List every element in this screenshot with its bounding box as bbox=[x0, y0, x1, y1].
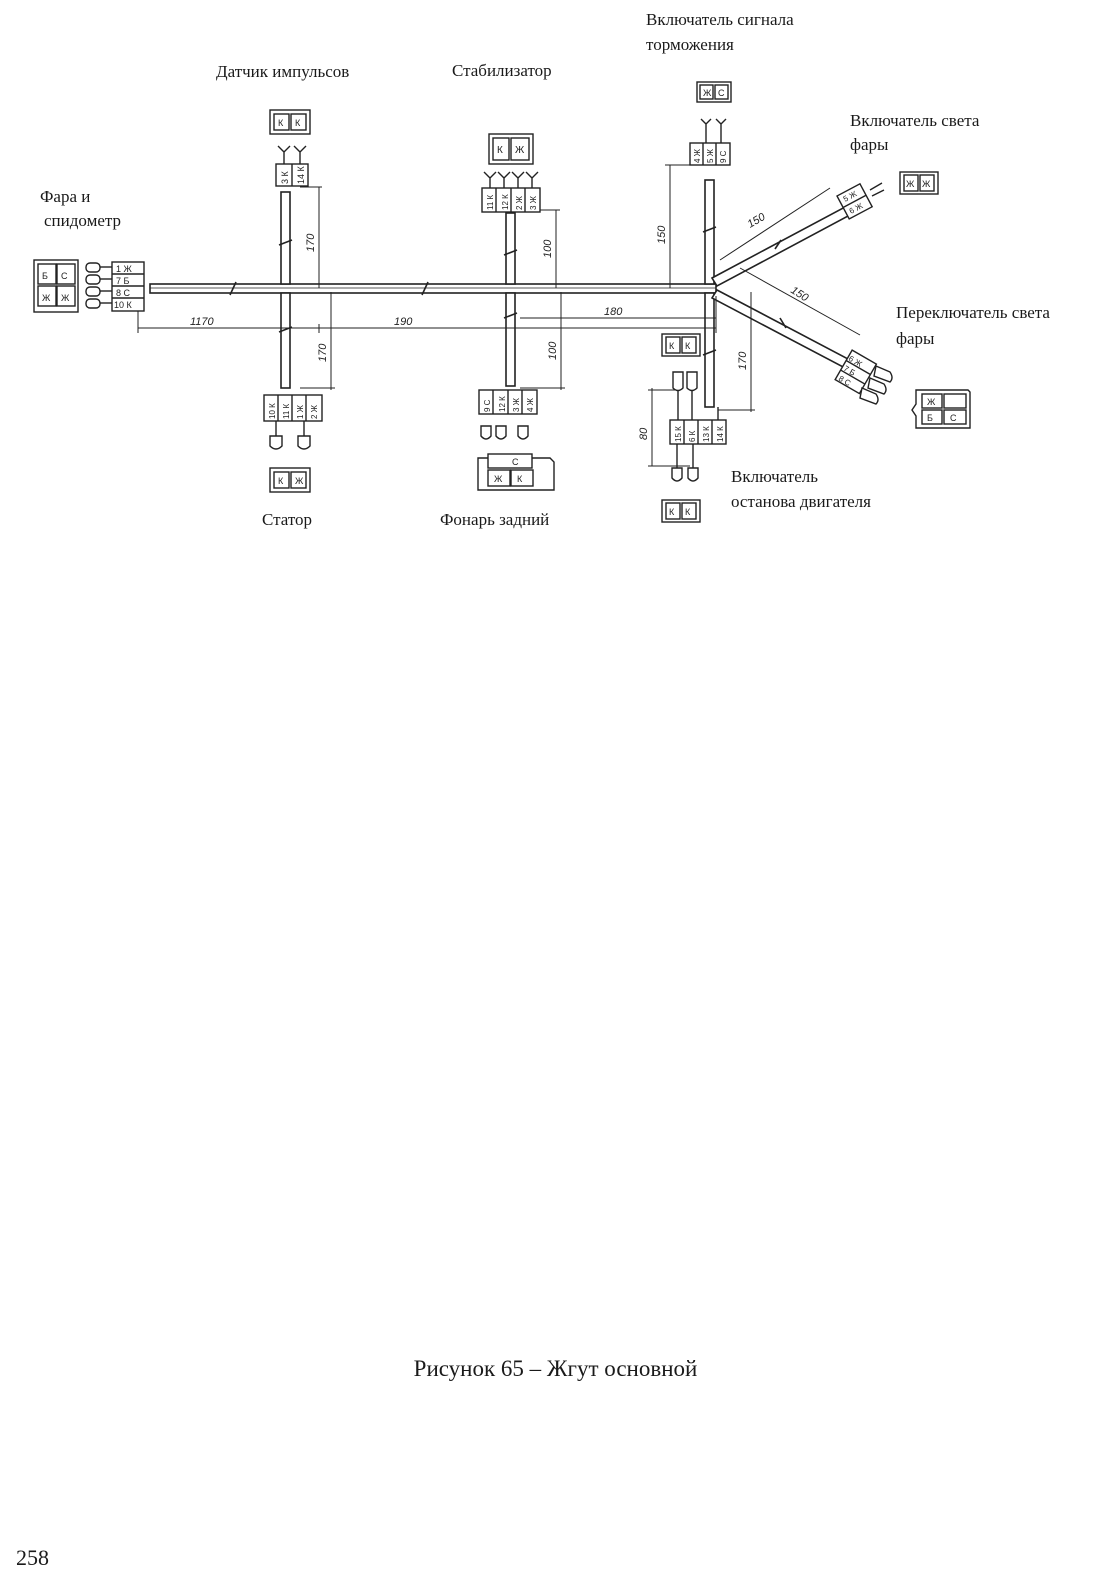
dim-170-stator: 170 bbox=[317, 343, 329, 362]
stator-branch bbox=[280, 292, 291, 389]
headlight-switch-socket-1: Ж bbox=[906, 179, 915, 189]
engine-stop-tag-2: 6 К bbox=[688, 430, 697, 442]
headlamp-socket-3: Ж bbox=[42, 293, 51, 303]
stator-tag-4: 2 Ж bbox=[310, 404, 319, 419]
dim-170-right: 170 bbox=[737, 351, 749, 370]
headlamp-tag-4: 10 К bbox=[114, 300, 133, 310]
engine-stop-branch bbox=[704, 292, 715, 408]
stabilizer-socket-1: К bbox=[497, 145, 503, 156]
stabilizer-tag-1: 11 К bbox=[486, 194, 495, 210]
dim-100-bottom: 100 bbox=[547, 341, 559, 360]
taillight-tag-2: 12 К bbox=[498, 396, 507, 412]
taillight-socket-1: С bbox=[512, 457, 519, 467]
beam-switch-label-line1: Переключатель света bbox=[896, 303, 1050, 322]
signal-socket-2: С bbox=[718, 88, 725, 98]
stabilizer-tag-3: 2 Ж bbox=[515, 195, 524, 210]
taillight-tag-1: 9 С bbox=[483, 399, 492, 412]
signal-tag-3: 9 С bbox=[719, 150, 728, 163]
signal-connector bbox=[689, 81, 732, 166]
signal-branch bbox=[704, 179, 715, 285]
headlight-switch-connector bbox=[836, 171, 939, 220]
beam-switch-socket-2: Б bbox=[927, 413, 933, 423]
stabilizer-tag-4: 3 Ж bbox=[529, 195, 538, 210]
beam-switch-label-line2: фары bbox=[896, 329, 935, 348]
stator-socket-2: Ж bbox=[295, 476, 304, 486]
pulse-tag-2: 14 К bbox=[296, 165, 306, 184]
headlamp-label-line1: Фара и bbox=[40, 187, 91, 206]
taillight-tag-3: 3 Ж bbox=[512, 397, 521, 412]
dim-100-top: 100 bbox=[542, 239, 554, 258]
engine-stop-socket-bottom-2: К bbox=[685, 507, 691, 517]
headlamp-socket-1: Б bbox=[42, 271, 48, 281]
signal-tag-1: 4 Ж bbox=[693, 148, 702, 163]
dim-80: 80 bbox=[638, 427, 650, 440]
engine-stop-label-line2: останова двигателя bbox=[731, 492, 871, 511]
beam-switch-socket-1: Ж bbox=[927, 397, 936, 407]
taillight-socket-3: К bbox=[517, 474, 523, 484]
taillight-connector bbox=[477, 389, 555, 491]
dim-150-vert: 150 bbox=[656, 225, 668, 244]
headlamp-socket-4: Ж bbox=[61, 293, 70, 303]
figure-caption: Рисунок 65 – Жгут основной bbox=[413, 1356, 698, 1381]
stabilizer-tag-2: 12 К bbox=[501, 194, 510, 210]
taillight-socket-2: Ж bbox=[494, 474, 503, 484]
engine-stop-tag-4: 14 К bbox=[716, 426, 725, 442]
headlamp-socket-2: С bbox=[61, 271, 68, 281]
main-trunk bbox=[149, 283, 717, 294]
dim-190: 190 bbox=[394, 316, 413, 328]
dim-1170: 1170 bbox=[190, 316, 215, 328]
beam-switch-branch bbox=[710, 288, 852, 370]
engine-stop-connector bbox=[661, 333, 727, 523]
stator-label: Статор bbox=[262, 510, 313, 529]
pulse-sensor-label: Датчик импульсов bbox=[216, 62, 350, 81]
headlamp-label-line2: спидометр bbox=[44, 211, 122, 230]
page-number: 258 bbox=[16, 1545, 49, 1570]
stator-tag-3: 1 Ж bbox=[296, 404, 305, 419]
headlamp-connector bbox=[33, 259, 145, 313]
pulse-socket-1: К bbox=[278, 118, 284, 128]
dim-180: 180 bbox=[604, 306, 623, 318]
engine-stop-socket-bottom-1: К bbox=[669, 507, 675, 517]
engine-stop-tag-1: 15 К bbox=[674, 426, 683, 442]
engine-stop-socket-top-2: К bbox=[685, 341, 691, 351]
signal-socket-1: Ж bbox=[703, 88, 712, 98]
headlamp-tag-1: 1 Ж bbox=[116, 264, 133, 274]
headlight-switch-label-line1: Включатель света bbox=[850, 111, 980, 130]
taillight-branch bbox=[505, 292, 516, 387]
headlight-switch-socket-2: Ж bbox=[922, 179, 931, 189]
stabilizer-socket-2: Ж bbox=[515, 145, 525, 156]
stator-socket-1: К bbox=[278, 476, 284, 486]
stator-tag-1: 10 К bbox=[268, 403, 277, 419]
stator-tag-2: 11 К bbox=[282, 403, 291, 419]
headlamp-tag-2: 7 Б bbox=[116, 276, 130, 286]
pulse-branch bbox=[280, 191, 291, 285]
stabilizer-branch bbox=[505, 212, 516, 285]
engine-stop-socket-top-1: К bbox=[669, 341, 675, 351]
headlight-switch-branch bbox=[710, 205, 852, 288]
signal-switch-label-line2: торможения bbox=[646, 35, 734, 54]
headlight-switch-label-line2: фары bbox=[850, 135, 889, 154]
headlamp-tag-3: 8 С bbox=[116, 288, 131, 298]
pulse-tag-1: 3 К bbox=[280, 170, 290, 184]
signal-switch-label-line1: Включатель сигнала bbox=[646, 10, 794, 29]
taillight-tag-4: 4 Ж bbox=[526, 397, 535, 412]
beam-switch-socket-3: С bbox=[950, 413, 957, 423]
signal-tag-2: 5 Ж bbox=[706, 148, 715, 163]
stator-connector bbox=[263, 394, 323, 493]
beam-switch-connector bbox=[834, 349, 971, 429]
pulse-socket-2: К bbox=[295, 118, 301, 128]
stabilizer-connector bbox=[481, 133, 541, 213]
dim-150-upper: 150 bbox=[746, 211, 769, 231]
taillight-label: Фонарь задний bbox=[440, 510, 550, 529]
pulse-connector bbox=[269, 109, 311, 187]
engine-stop-label-line1: Включатель bbox=[731, 467, 819, 486]
stabilizer-label: Стабилизатор bbox=[452, 61, 552, 80]
dim-170-pulse: 170 bbox=[305, 233, 317, 252]
engine-stop-tag-3: 13 К bbox=[702, 426, 711, 442]
